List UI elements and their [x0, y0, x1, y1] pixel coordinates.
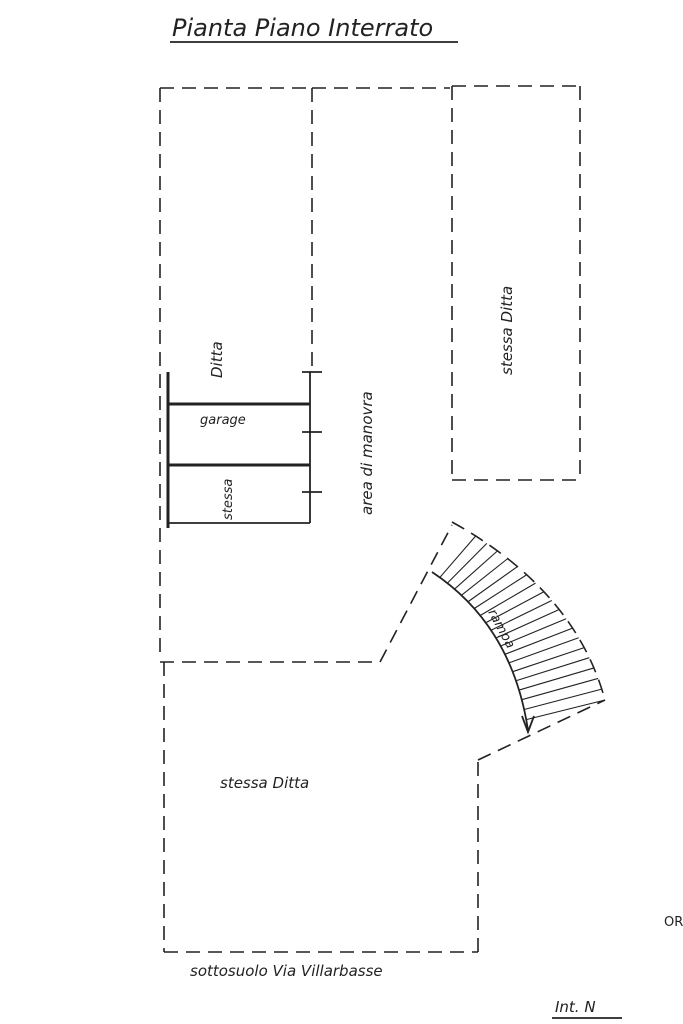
- ramp-hatch-line: [504, 627, 573, 655]
- ramp-hatch-line: [439, 535, 477, 578]
- ramp-hatch-line: [495, 609, 560, 639]
- ramp-hatch-line: [446, 542, 488, 584]
- ramp-hatch-line: [508, 637, 579, 664]
- room-label-right-block: stessa Ditta: [498, 286, 516, 375]
- ramp-hatch-line: [500, 618, 567, 647]
- ramp-hatch-line: [521, 677, 599, 701]
- ramp-hatch-line: [461, 558, 509, 596]
- ramp-hatch-line: [473, 574, 528, 609]
- street-label: sottosuolo Via Villarbasse: [190, 962, 383, 980]
- room-label-garage: garage: [200, 413, 246, 428]
- ramp-hatch-line: [479, 582, 536, 616]
- ramp-hatch-line: [518, 667, 595, 691]
- ramp-hatch-line: [526, 699, 606, 721]
- left-upper-block: [159, 87, 450, 660]
- room-label-bottom-block: stessa Ditta: [220, 774, 309, 792]
- ramp-hatch-line: [490, 600, 552, 631]
- ramp-hatch-line: [515, 657, 590, 682]
- ramp-hatch-line: [485, 591, 545, 624]
- ramp-hatch-line: [467, 566, 518, 603]
- edge-fragment-text: OR: [664, 915, 683, 930]
- room-label-ditta-top: Ditta: [208, 341, 226, 378]
- ramp-hatch-line: [512, 647, 585, 673]
- unit-label: Int. N: [555, 998, 596, 1016]
- lower-block-walls: [160, 524, 606, 953]
- right-upper-block: [451, 85, 581, 481]
- ramp-structure: [431, 521, 606, 735]
- room-label-stessa-vertical: stessa: [221, 479, 236, 520]
- drawing-title: Pianta Piano Interrato: [172, 14, 433, 42]
- ramp-hatch-line: [454, 550, 498, 590]
- room-label-manoeuvre-area: area di manovra: [358, 391, 376, 515]
- garage-cells: [166, 371, 322, 528]
- ramp-hatch-line: [524, 688, 602, 711]
